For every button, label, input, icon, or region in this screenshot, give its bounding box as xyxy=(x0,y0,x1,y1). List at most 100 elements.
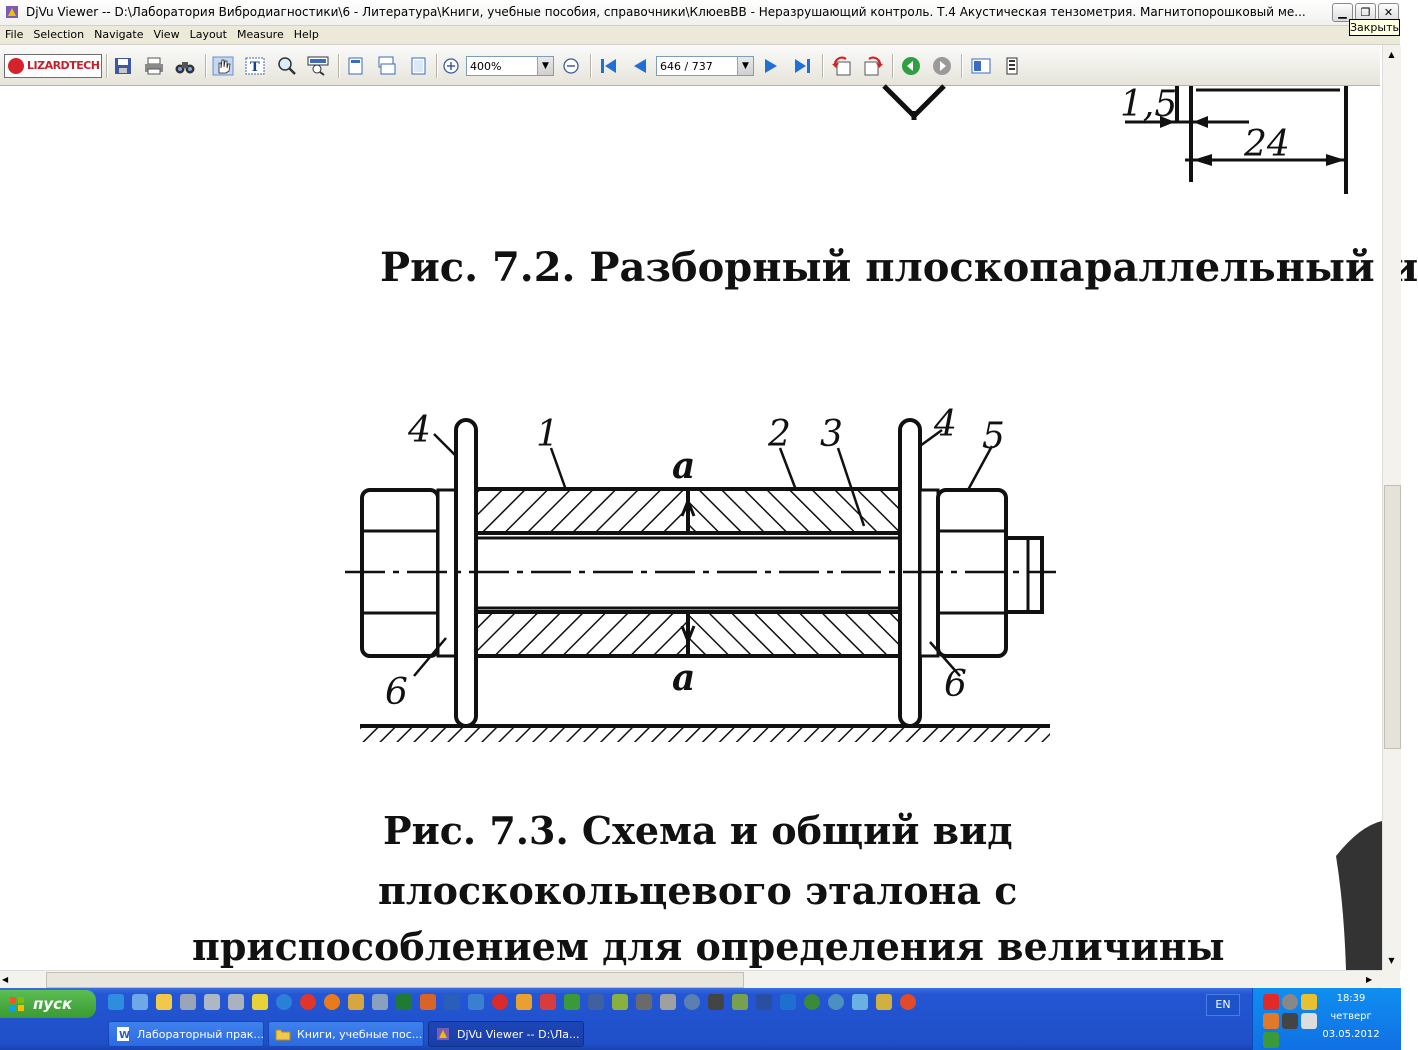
opera-icon[interactable] xyxy=(300,994,316,1010)
hand-tool-icon[interactable] xyxy=(212,56,234,76)
app-icon[interactable] xyxy=(516,994,532,1010)
user-icon[interactable] xyxy=(132,994,148,1010)
start-label: пуск xyxy=(33,995,73,1013)
svg-text:W: W xyxy=(119,1030,130,1041)
tray-app-icon[interactable] xyxy=(1263,1013,1279,1029)
horizontal-scroll-thumb[interactable] xyxy=(46,972,744,988)
language-indicator[interactable]: EN xyxy=(1206,994,1240,1016)
vertical-scroll-thumb[interactable] xyxy=(1384,485,1401,749)
save-icon[interactable] xyxy=(112,56,134,76)
app-icon[interactable] xyxy=(636,994,652,1010)
menu-layout[interactable]: Layout xyxy=(189,28,227,41)
rotate-right-icon[interactable] xyxy=(862,56,884,76)
scroll-left-icon[interactable]: ◀ xyxy=(2,975,9,984)
powerpoint-icon[interactable] xyxy=(420,994,436,1010)
start-button[interactable]: пуск xyxy=(0,990,96,1018)
menu-selection[interactable]: Selection xyxy=(33,28,85,41)
excel-icon[interactable] xyxy=(396,994,412,1010)
task-button-folder[interactable]: Книги, учебные пос... xyxy=(268,1021,424,1047)
vertical-scrollbar[interactable]: ▲ ▼ xyxy=(1382,45,1401,970)
menu-help[interactable]: Help xyxy=(293,28,319,41)
next-page-icon[interactable] xyxy=(760,56,782,76)
print-icon[interactable] xyxy=(143,56,165,76)
calc-icon[interactable] xyxy=(372,994,388,1010)
app-icon[interactable] xyxy=(612,994,628,1010)
facing-pages-icon[interactable] xyxy=(407,56,429,76)
tray-app-icon[interactable] xyxy=(1282,994,1298,1010)
label-a-top: a xyxy=(672,445,695,487)
app-icon[interactable] xyxy=(252,994,268,1010)
chrome-icon[interactable] xyxy=(900,994,916,1010)
menu-view[interactable]: View xyxy=(153,28,180,41)
drive-icon[interactable] xyxy=(228,994,244,1010)
ie-icon[interactable] xyxy=(108,994,124,1010)
tool-icon[interactable] xyxy=(348,994,364,1010)
horizontal-scrollbar[interactable]: ◀ ▶ xyxy=(0,970,1382,988)
drive-icon[interactable] xyxy=(204,994,220,1010)
drive-icon[interactable] xyxy=(180,994,196,1010)
firefox-icon[interactable] xyxy=(324,994,340,1010)
first-page-icon[interactable] xyxy=(598,56,620,76)
forward-icon[interactable] xyxy=(931,56,953,76)
thumbnails-icon[interactable] xyxy=(970,56,992,76)
menu-measure[interactable]: Measure xyxy=(236,28,284,41)
zoom-in-icon[interactable] xyxy=(440,56,462,76)
tray-app-icon[interactable] xyxy=(1263,994,1279,1010)
db-icon[interactable] xyxy=(756,994,772,1010)
task-button-word[interactable]: W Лабораторный прак... xyxy=(108,1021,264,1047)
lizardtech-logo[interactable]: LIZARDTECH xyxy=(4,54,102,78)
app-icon[interactable] xyxy=(684,994,700,1010)
word-icon[interactable] xyxy=(444,994,460,1010)
app-icon[interactable] xyxy=(588,994,604,1010)
app-icon[interactable] xyxy=(876,994,892,1010)
app-icon[interactable] xyxy=(828,994,844,1010)
text-select-icon[interactable]: T xyxy=(244,56,266,76)
app-icon[interactable] xyxy=(852,994,868,1010)
app-icon[interactable] xyxy=(708,994,724,1010)
scroll-up-icon[interactable]: ▲ xyxy=(1388,50,1395,59)
windows-flag-icon xyxy=(10,997,24,1011)
page-info-icon[interactable] xyxy=(1001,56,1023,76)
clock[interactable]: 18:39 четверг 03.05.2012 xyxy=(1303,990,1399,1044)
single-page-icon[interactable] xyxy=(345,56,367,76)
scroll-down-icon[interactable]: ▼ xyxy=(1388,956,1395,965)
page-combo[interactable]: 646 / 737 ▼ xyxy=(656,56,754,76)
menu-bar: File Selection Navigate View Layout Measure He… xyxy=(0,26,1400,45)
outlook-icon[interactable] xyxy=(468,994,484,1010)
app-icon[interactable] xyxy=(732,994,748,1010)
word-icon: W xyxy=(117,1027,130,1041)
back-icon[interactable] xyxy=(900,56,922,76)
zoom-combo[interactable]: 400% ▼ xyxy=(466,56,554,76)
document-view[interactable]: 4 1 a 2 3 4 5 6 a 6 1,5 24 Рис. 7.2. Раз… xyxy=(0,84,1418,970)
browser-icon[interactable] xyxy=(276,994,292,1010)
app-icon[interactable] xyxy=(804,994,820,1010)
maximize-button[interactable]: ❐ xyxy=(1355,3,1376,22)
last-page-icon[interactable] xyxy=(791,56,813,76)
zoom-dropdown-arrow-icon[interactable]: ▼ xyxy=(537,57,553,75)
task-button-djvu[interactable]: DjVu Viewer -- D:\Ла... xyxy=(428,1021,584,1047)
tool-icon[interactable] xyxy=(660,994,676,1010)
scroll-right-icon[interactable]: ▶ xyxy=(1366,975,1373,984)
area-zoom-icon[interactable] xyxy=(307,56,329,76)
tray-app-icon[interactable] xyxy=(1263,1032,1279,1048)
zoom-out-icon[interactable] xyxy=(560,56,582,76)
app-icon[interactable] xyxy=(564,994,580,1010)
folder-icon[interactable] xyxy=(156,994,172,1010)
scroll-corner xyxy=(1382,970,1400,987)
zoom-tool-icon[interactable] xyxy=(276,56,298,76)
menu-file[interactable]: File xyxy=(5,28,24,41)
app-icon[interactable] xyxy=(780,994,796,1010)
tray-network-icon[interactable] xyxy=(1282,1013,1298,1029)
minimize-button[interactable]: ▁ xyxy=(1332,3,1353,22)
previous-page-icon[interactable] xyxy=(629,56,651,76)
tray-app-icon[interactable] xyxy=(1301,994,1317,1010)
menu-navigate[interactable]: Navigate xyxy=(94,28,144,41)
tray-volume-icon[interactable] xyxy=(1301,1013,1317,1029)
caption-fig-7-3-line1: Рис. 7.3. Схема и общий вид xyxy=(383,808,1013,853)
rotate-left-icon[interactable] xyxy=(831,56,853,76)
continuous-page-icon[interactable] xyxy=(376,56,398,76)
find-binoculars-icon[interactable] xyxy=(174,56,196,76)
page-dropdown-arrow-icon[interactable]: ▼ xyxy=(737,57,753,75)
app-icon[interactable] xyxy=(492,994,508,1010)
app-icon[interactable] xyxy=(540,994,556,1010)
